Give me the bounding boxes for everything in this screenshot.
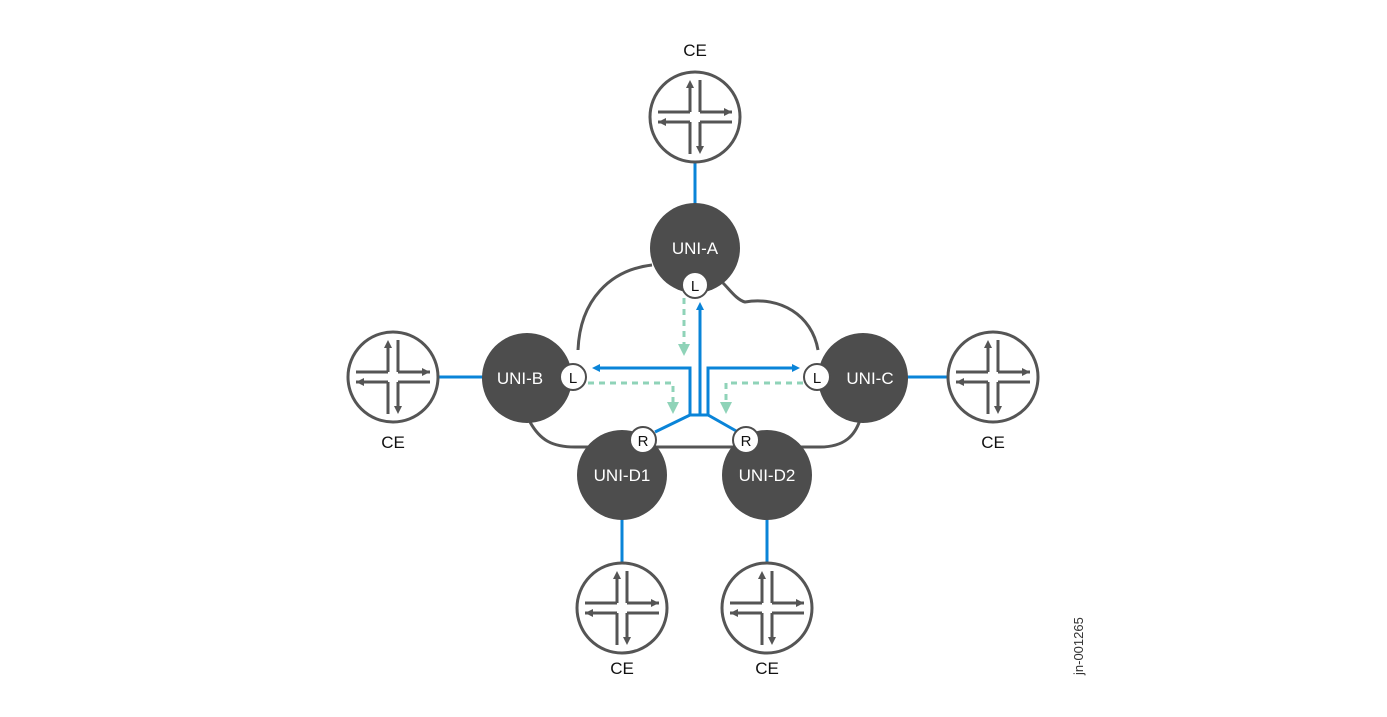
ce-label: CE: [610, 659, 634, 678]
figure-id: jn-001265: [1071, 617, 1086, 676]
root-badge-d1: R: [629, 426, 657, 454]
node-uni-b: UNI-B: [482, 333, 572, 423]
node-uni-c: UNI-C: [818, 333, 908, 423]
leaf-badge-a: L: [681, 271, 709, 299]
ce-label: CE: [981, 433, 1005, 452]
node-label: UNI-A: [672, 239, 719, 258]
leaf-badge-c: L: [803, 363, 831, 391]
svg-text:L: L: [691, 278, 699, 295]
ce-router-icon: [348, 332, 438, 422]
leaf-badge-b: L: [559, 363, 587, 391]
ce-router-icon: [577, 563, 667, 653]
node-uni-a: UNI-A: [650, 203, 740, 293]
ce-links: [438, 162, 948, 563]
root-badge-d2: R: [732, 426, 760, 454]
node-label: UNI-D1: [594, 466, 651, 485]
svg-text:R: R: [741, 433, 752, 450]
svg-text:L: L: [569, 370, 577, 387]
node-label: UNI-C: [846, 369, 893, 388]
node-label: UNI-D2: [739, 466, 796, 485]
ce-label: CE: [755, 659, 779, 678]
ce-router-icon: [650, 72, 740, 162]
ce-router-icon: [948, 332, 1038, 422]
ce-label: CE: [683, 41, 707, 60]
root-to-leaf-arrows: [592, 302, 800, 434]
svg-text:R: R: [638, 433, 649, 450]
svg-text:L: L: [813, 370, 821, 387]
ce-label: CE: [381, 433, 405, 452]
network-cloud: [528, 263, 862, 449]
node-label: UNI-B: [497, 369, 543, 388]
leaf-to-root-arrows: [588, 298, 803, 414]
ce-router-icon: [722, 563, 812, 653]
